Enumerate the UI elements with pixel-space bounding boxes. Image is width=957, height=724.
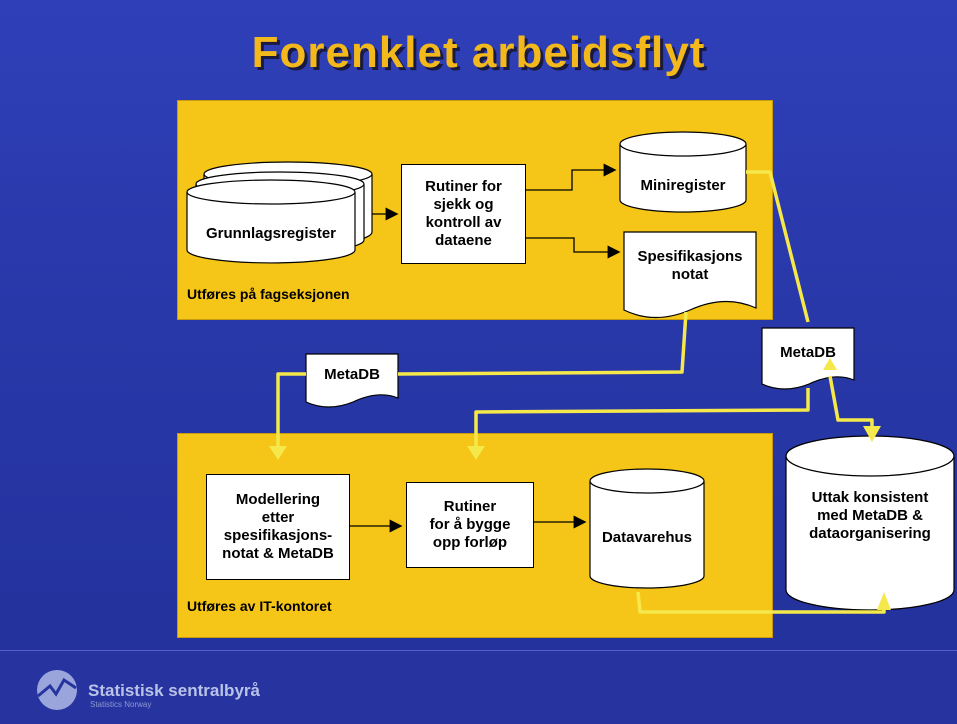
footer-brand: Statistisk sentralbyrå: [88, 681, 260, 700]
modellering-box: Modellering etter spesifikasjons- notat …: [206, 474, 350, 580]
black-connectors: [350, 163, 621, 533]
uttak-cylinder: [785, 435, 955, 611]
footer-bar: [0, 650, 957, 724]
yellow-arrowheads: [269, 358, 891, 610]
grunnlagsregister-cylinder-stack: [186, 161, 373, 264]
metadb-right-label: MetaDB: [780, 344, 836, 361]
miniregister-cylinder: [619, 131, 747, 213]
metadb-right-document: [761, 327, 855, 390]
yellow-flow-lines: [276, 170, 886, 614]
rutiner-kontroll-box: Rutiner for sjekk og kontroll av dataene: [401, 164, 526, 264]
spesifikasjonsnotat-document: [623, 231, 757, 319]
panel-caption-fagseksjonen: Utføres på fagseksjonen: [187, 286, 350, 302]
ssb-logo-icon: [37, 670, 77, 710]
panel-caption-it-kontoret: Utføres av IT-kontoret: [187, 598, 332, 614]
metadb-left-label: MetaDB: [324, 366, 380, 383]
datavarehus-label: Datavarehus: [601, 529, 693, 546]
rutiner-forlop-box: Rutiner for å bygge opp forløp: [406, 482, 534, 568]
spesifikasjonsnotat-label: Spesifikasjons notat: [637, 248, 743, 283]
uttak-label: Uttak konsistent med MetaDB & dataorgani…: [809, 489, 931, 542]
grunnlagsregister-label: Grunnlagsregister: [205, 225, 337, 242]
slide-title: Forenklet arbeidsflyt: [251, 28, 706, 77]
footer-brand-sub: Statistics Norway: [90, 700, 152, 709]
miniregister-label: Miniregister: [640, 177, 726, 194]
datavarehus-cylinder: [589, 468, 705, 589]
metadb-left-document: [305, 353, 399, 408]
